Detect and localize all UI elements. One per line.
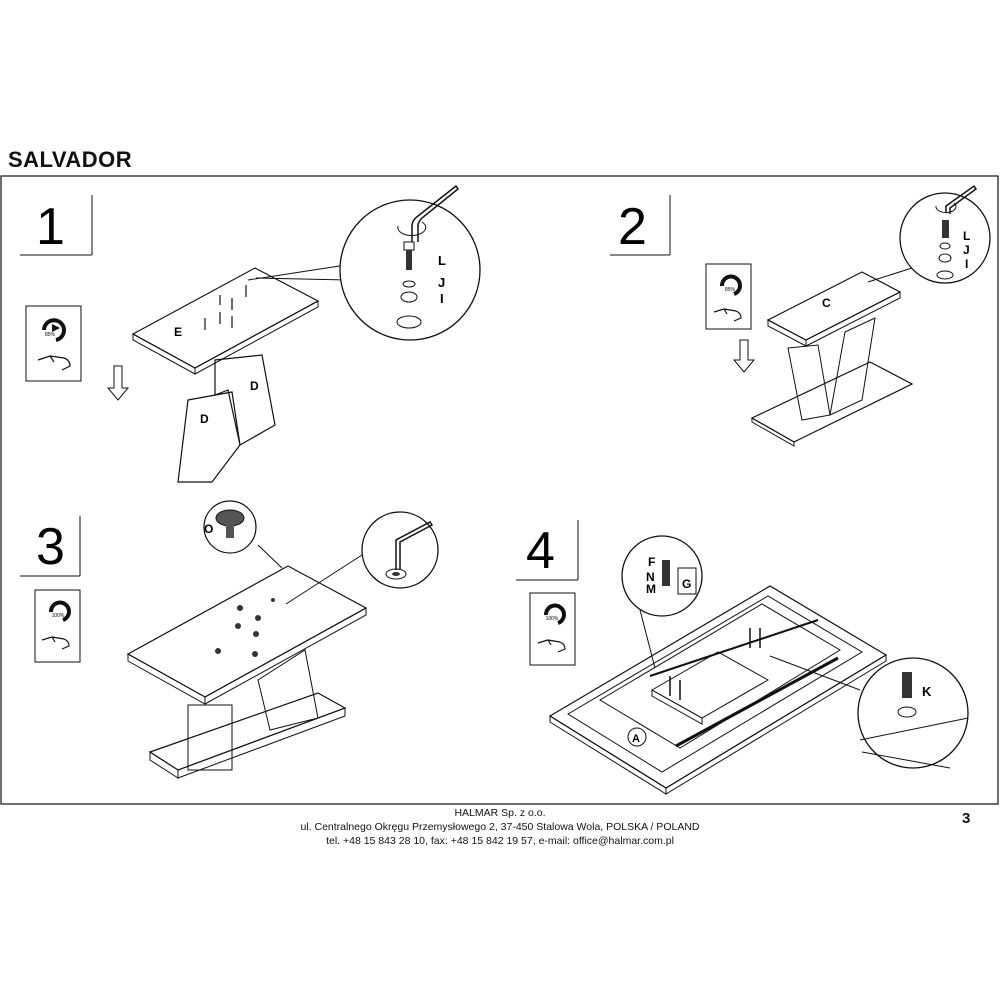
step-1-hardware-callout: L J I xyxy=(339,184,481,341)
svg-text:K: K xyxy=(922,684,932,699)
step-4-screw-callout: K xyxy=(769,655,969,769)
step-1-number: 1 xyxy=(36,198,65,256)
svg-text:J: J xyxy=(438,275,445,290)
step-1-hex-key-tool-icon: 85% xyxy=(25,305,82,382)
svg-text:85%: 85% xyxy=(725,287,736,293)
svg-text:85%: 85% xyxy=(45,332,56,338)
step-3-hex-key-callout xyxy=(361,511,439,589)
svg-text:L: L xyxy=(963,229,970,243)
step-3-hex-key-tool-icon: 100% xyxy=(34,589,81,663)
svg-text:I: I xyxy=(440,291,444,306)
document-title: SALVADOR xyxy=(8,147,133,172)
step-1-legs: D D xyxy=(177,354,276,483)
step-4: 4 100% A xyxy=(516,520,969,795)
step-3-leveler-callout: O xyxy=(203,500,257,554)
svg-text:D: D xyxy=(200,412,209,426)
footer-address: ul. Centralnego Okręgu Przemysłowego 2, … xyxy=(300,821,700,833)
svg-text:100%: 100% xyxy=(546,616,559,622)
svg-text:L: L xyxy=(438,253,446,268)
step-2-table-assembly: C xyxy=(750,267,914,447)
footer-contact: tel. +48 15 843 28 10, fax: +48 15 842 1… xyxy=(326,835,674,847)
step-1-tabletop: E xyxy=(131,264,349,375)
step-4-number: 4 xyxy=(526,522,555,580)
step-3: 3 100% xyxy=(20,500,439,779)
step-1: 1 85% E xyxy=(20,184,481,483)
page-number: 3 xyxy=(962,810,971,827)
step-4-tabletop-underside: A xyxy=(548,585,888,795)
svg-text:F: F xyxy=(648,555,655,569)
svg-text:M: M xyxy=(646,582,656,596)
step-3-number: 3 xyxy=(36,518,65,576)
page-frame xyxy=(0,175,999,805)
svg-text:D: D xyxy=(250,379,259,393)
footer-company: HALMAR Sp. z o.o. xyxy=(454,807,546,819)
svg-text:O: O xyxy=(204,522,213,536)
step-3-table-assembly xyxy=(126,544,368,779)
step-2-hex-key-tool-icon: 85% xyxy=(705,263,752,330)
svg-text:I: I xyxy=(965,257,968,271)
step-4-hex-key-tool-icon: 100% xyxy=(529,592,576,666)
svg-text:G: G xyxy=(682,577,691,591)
svg-text:C: C xyxy=(822,296,831,310)
svg-text:J: J xyxy=(963,243,970,257)
svg-text:100%: 100% xyxy=(52,613,65,619)
svg-text:N: N xyxy=(646,570,655,584)
step-2-hardware-callout: L J I xyxy=(899,184,991,284)
step-4-bracket-callout: F N M G xyxy=(621,535,703,669)
svg-text:A: A xyxy=(632,733,640,745)
svg-text:E: E xyxy=(174,325,182,339)
step-2-number: 2 xyxy=(618,198,647,256)
step-2: 2 85% C L xyxy=(610,184,991,447)
step-1-down-arrow xyxy=(106,365,130,401)
step-2-down-arrow xyxy=(732,339,756,373)
